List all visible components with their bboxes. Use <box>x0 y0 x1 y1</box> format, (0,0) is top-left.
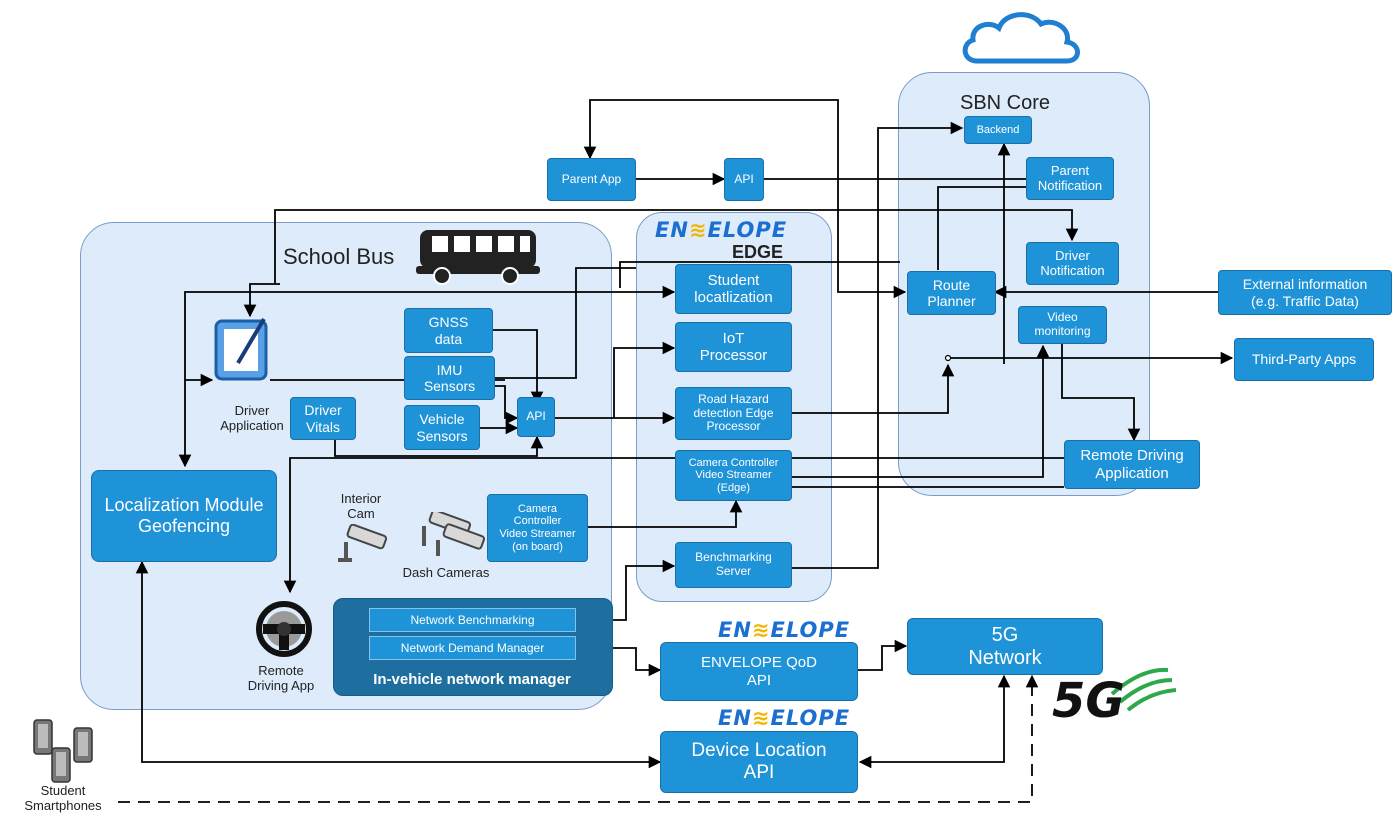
school-bus-title: School Bus <box>283 244 395 269</box>
wifi-arc-icon: ≋ <box>751 706 771 730</box>
wifi-arc-icon: ≋ <box>751 618 771 642</box>
junction-dot <box>944 354 952 362</box>
connector-imu-to-api <box>495 385 519 425</box>
backend-node: Backend <box>964 116 1032 144</box>
qod-api-node: ENVELOPE QoD API <box>660 642 858 701</box>
envelope-logo-edge: EN≋ELOPE <box>655 218 788 242</box>
third-party-apps-node: Third-Party Apps <box>1234 338 1374 381</box>
connector-qod-to-5g <box>858 639 908 671</box>
video-monitoring-node: Video monitoring <box>1018 306 1107 344</box>
remote-driving-application-node: Remote Driving Application <box>1064 440 1200 489</box>
connector-devloc-to-5g <box>858 674 1011 769</box>
parent-app-node: Parent App <box>547 158 636 201</box>
connector-smartphones-to-5g <box>118 674 1039 803</box>
network-demand-manager-item: Network Demand Manager <box>369 636 576 660</box>
connector-video-to-remote <box>1061 344 1141 442</box>
localization-module-node: Localization Module Geofencing <box>91 470 277 562</box>
driver-notification-node: Driver Notification <box>1026 242 1119 285</box>
connector-student-loc <box>178 285 676 468</box>
interior-cam-label: Interior Cam <box>340 491 382 521</box>
security-camera-icon <box>422 512 486 556</box>
core-title: SBN Core <box>960 92 1051 114</box>
network-benchmarking-item: Network Benchmarking <box>369 608 576 632</box>
imu-node: IMU Sensors <box>404 356 495 400</box>
connector-camera-edge-to-video <box>792 344 1050 478</box>
wifi-arc-icon: ≋ <box>688 218 708 242</box>
5g-logo <box>1110 667 1177 712</box>
envelope-logo-qod: EN≋ELOPE <box>718 618 851 642</box>
connector-parentapp-backend-loop <box>583 99 907 299</box>
device-location-api-node: Device Location API <box>660 731 858 793</box>
network-5g-node: 5G Network <box>907 618 1103 675</box>
edge-subtitle: EDGE <box>732 242 784 262</box>
connector-vitals-to-api <box>334 435 544 457</box>
connector-onboard-to-edge <box>588 499 743 528</box>
steering-wheel-icon <box>256 601 312 657</box>
vehicle-sensors-node: Vehicle Sensors <box>404 405 480 450</box>
connector-gnss-to-api <box>493 329 544 405</box>
5g-logo-text: 5G <box>1052 673 1125 729</box>
smartphone-icon <box>33 719 93 783</box>
dash-cameras-label: Dash Cameras <box>402 565 490 580</box>
connector-localization-to-devloc <box>135 560 662 769</box>
iot-processor-node: IoT Processor <box>675 322 792 372</box>
gnss-node: GNSS data <box>404 308 493 353</box>
student-localization-node: Student locatlization <box>675 264 792 314</box>
tablet-pen-icon <box>214 317 268 381</box>
camera-controller-edge-node: Camera Controller Video Streamer (Edge) <box>675 450 792 501</box>
parent-notification-node: Parent Notification <box>1026 157 1114 200</box>
driver-application-label: Driver Application <box>220 403 284 433</box>
student-smartphones-label: Student Smartphones <box>24 783 102 813</box>
parent-api-node: API <box>724 158 764 201</box>
cloud-icon <box>962 12 1080 64</box>
connector-driver-app-feed <box>243 283 280 318</box>
envelope-logo-devloc: EN≋ELOPE <box>718 706 851 730</box>
connector-hazard-to-planner <box>790 363 955 414</box>
bus-icon <box>416 230 540 285</box>
road-hazard-node: Road Hazard detection Edge Processor <box>675 387 792 440</box>
connector-api-to-iot <box>613 341 676 418</box>
camera-controller-onboard-node: Camera Controller Video Streamer (on boa… <box>487 494 588 562</box>
external-info-node: External information (e.g. Traffic Data) <box>1218 270 1392 315</box>
driver-vitals-node: Driver Vitals <box>290 397 356 440</box>
network-manager-title: In-vehicle network manager <box>373 671 571 688</box>
remote-driving-app-label: Remote Driving App <box>247 663 315 693</box>
benchmarking-server-node: Benchmarking Server <box>675 542 792 588</box>
route-planner-node: Route Planner <box>907 271 996 315</box>
bus-api-node: API <box>517 397 555 437</box>
connector-parentnotif-planner <box>937 186 1026 270</box>
connector-to-driver-notification <box>274 209 1079 284</box>
connector-edge-to-backend <box>792 121 964 569</box>
security-camera-icon <box>338 524 388 562</box>
connector-planner-to-driver <box>619 261 900 288</box>
